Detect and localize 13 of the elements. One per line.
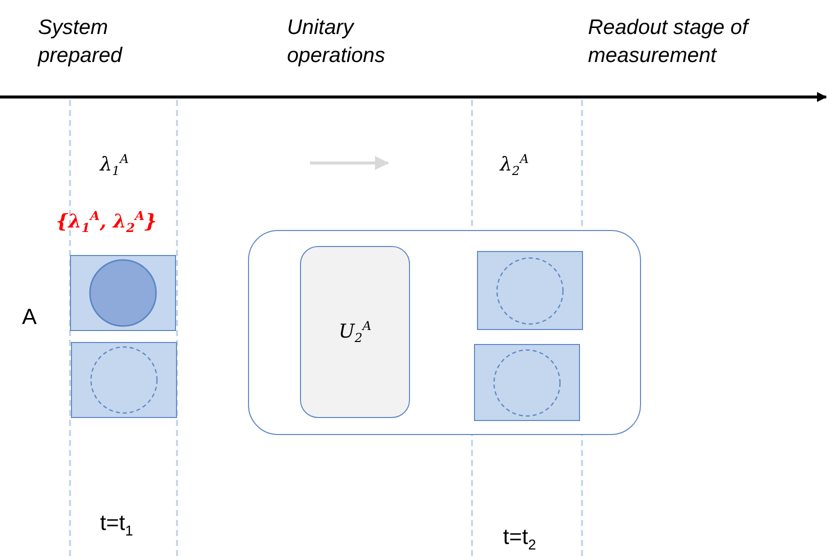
state-box bbox=[477, 251, 583, 330]
time-label: t=t$_{1}$ bbox=[100, 510, 134, 540]
stage-heading: Unitary operations bbox=[287, 15, 386, 69]
state-box bbox=[71, 342, 177, 418]
time-label: t=t$_{2}$ bbox=[503, 524, 536, 554]
state-box bbox=[70, 255, 176, 331]
stage-heading: Readout stage of measurement bbox=[588, 15, 751, 69]
system-label: A bbox=[22, 304, 37, 330]
state-box bbox=[474, 344, 580, 421]
operation-frame bbox=[248, 230, 641, 435]
stage-heading: System prepared bbox=[38, 15, 124, 69]
unitary-box bbox=[300, 246, 410, 418]
eigenvalue-set-label: {λ$_{1}$$^{A}$, λ$_{2}$$^{A}$} bbox=[56, 208, 157, 236]
